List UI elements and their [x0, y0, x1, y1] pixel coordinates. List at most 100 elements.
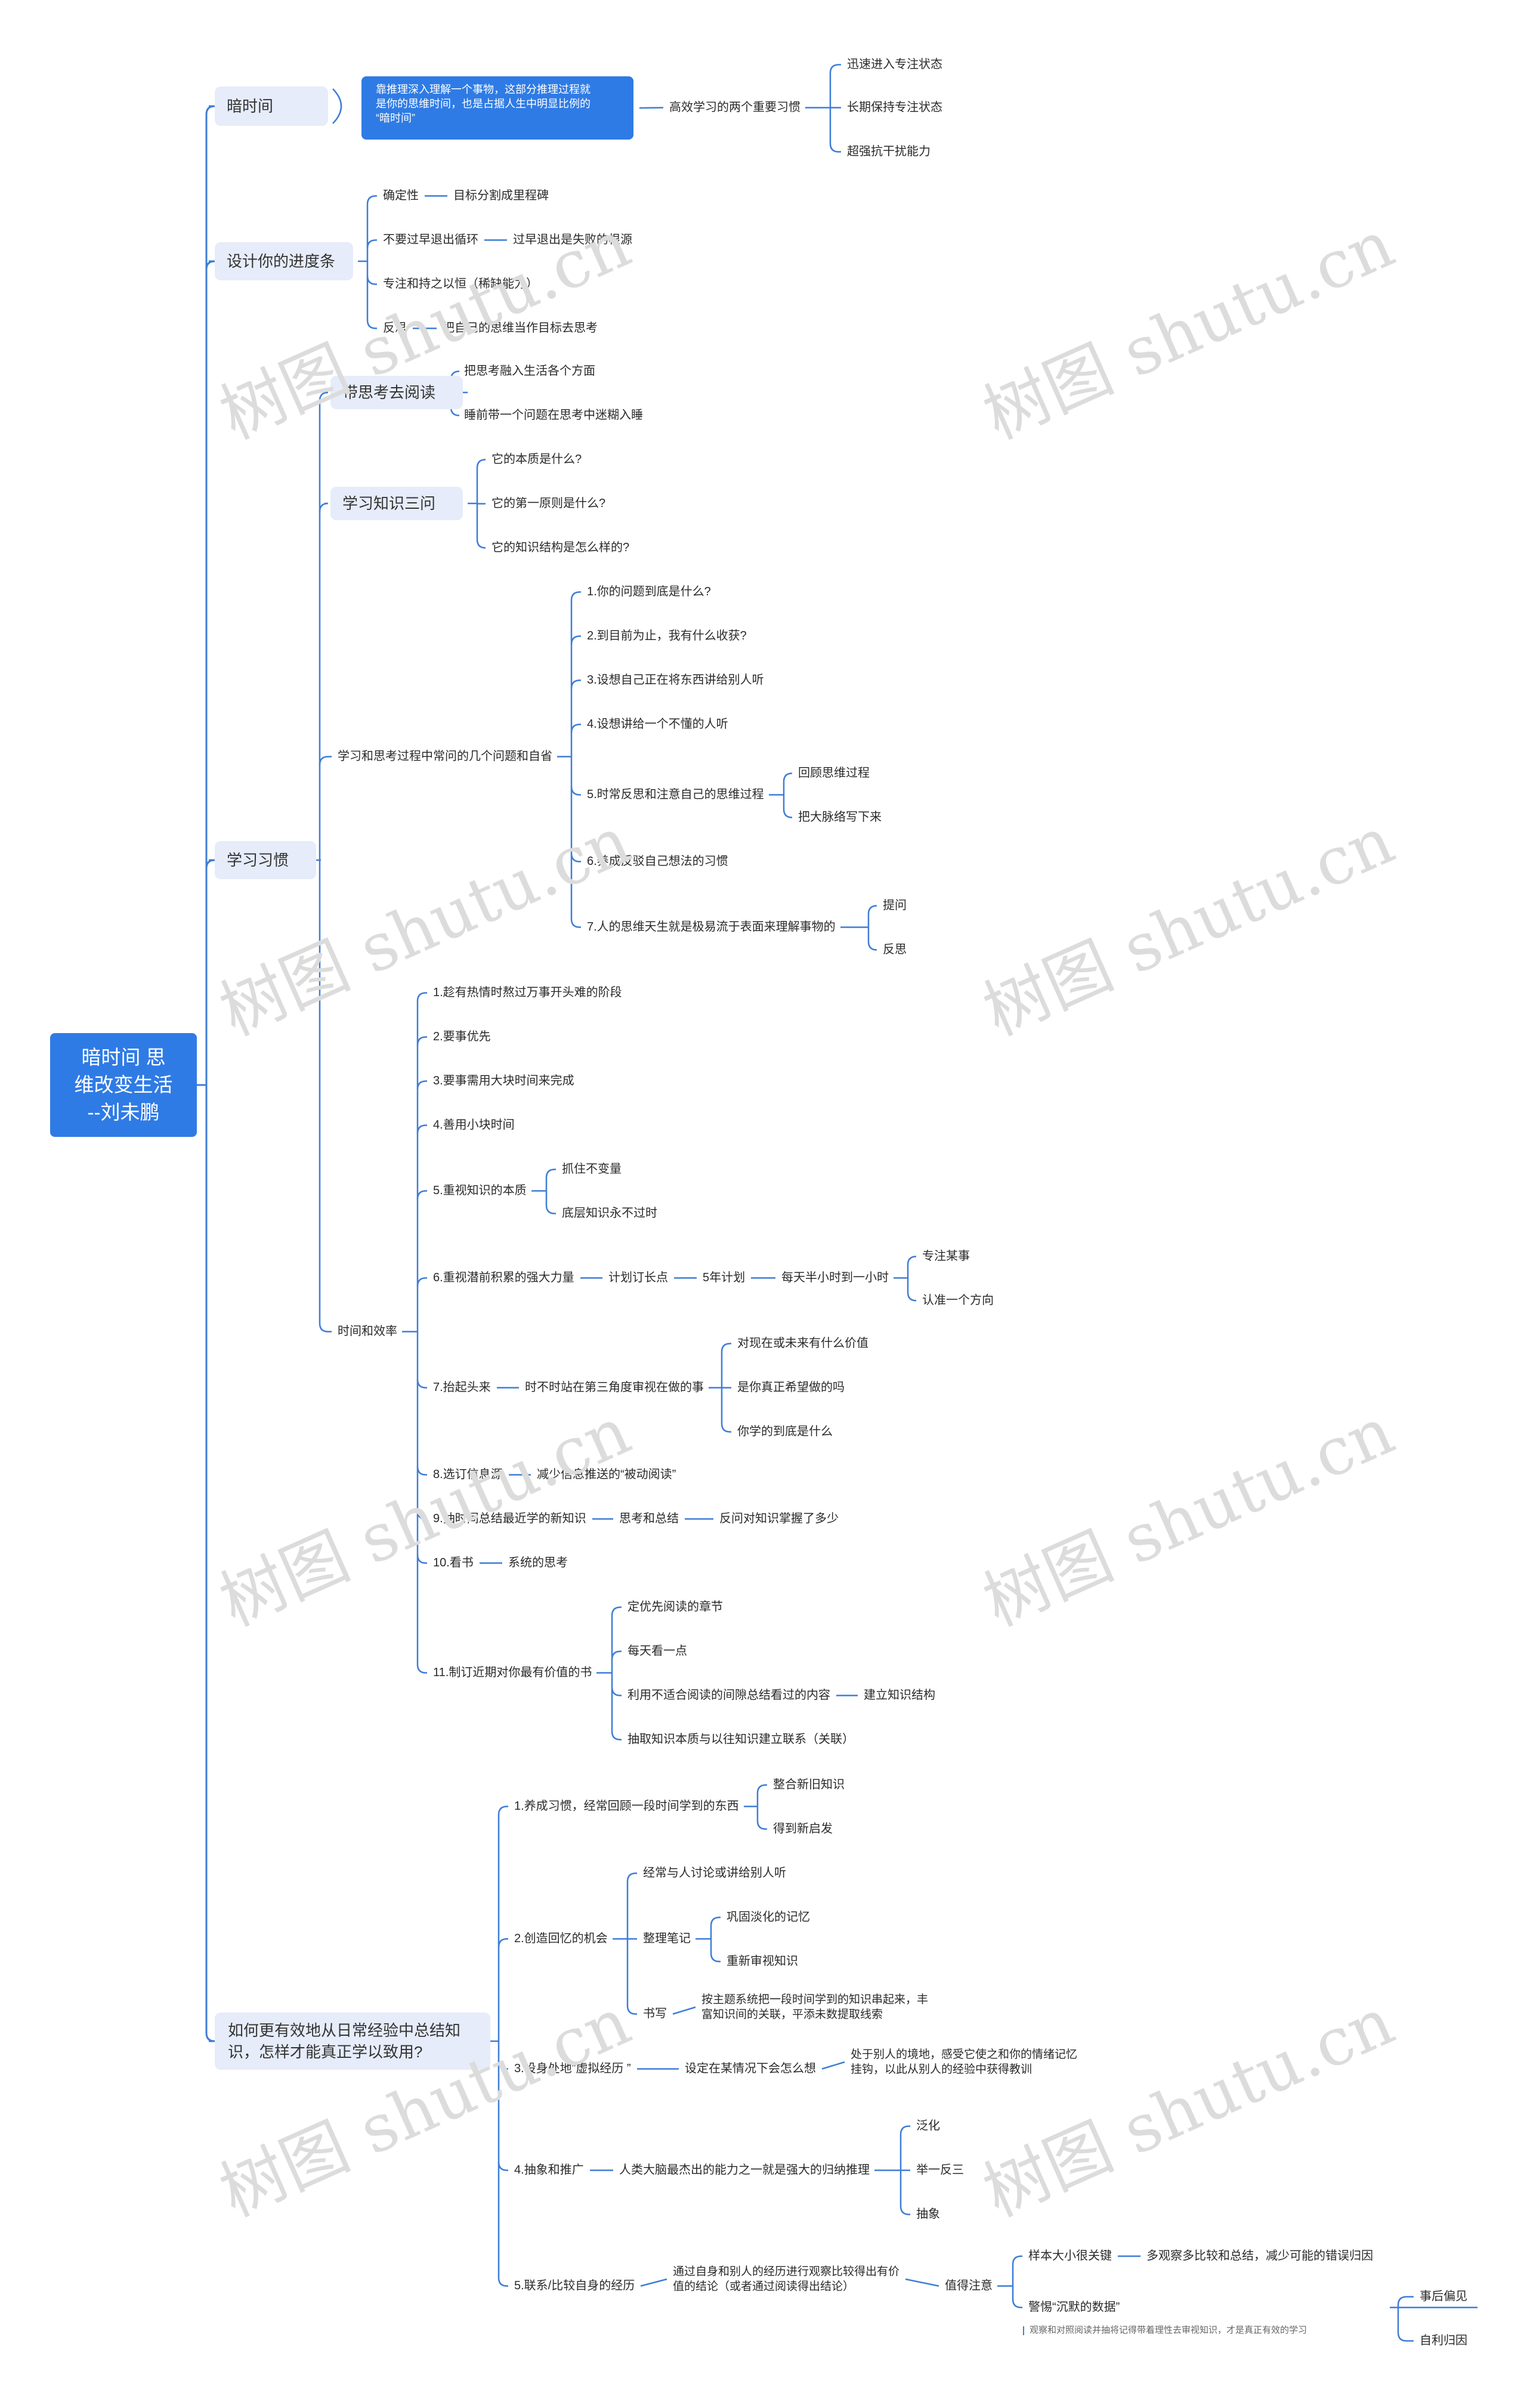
plan-item[interactable]: 每天半小时到一小时: [781, 1271, 889, 1284]
sub-time-efficiency[interactable]: 时间和效率: [338, 1325, 397, 1338]
virtual-item[interactable]: 设定在某情况下会怎么想: [685, 2062, 816, 2075]
reflect-item[interactable]: 回顾思维过程: [798, 766, 870, 780]
habit-item[interactable]: 迅速进入专注状态: [847, 58, 942, 71]
notes-item[interactable]: 重新审视知识: [727, 1955, 798, 1968]
efficient-learning-habits[interactable]: 高效学习的两个重要习惯: [669, 101, 800, 114]
connector-line: [476, 539, 486, 549]
view-item[interactable]: 时不时站在第三角度审视在做的事: [525, 1381, 704, 1394]
efficiency-item[interactable]: 5.重视知识的本质: [433, 1184, 527, 1197]
root-node[interactable]: 暗时间 思 维改变生活 --刘未鹏: [50, 1033, 197, 1137]
info-item[interactable]: 减少信息推送的“被动阅读”: [537, 1468, 676, 1481]
progress-detail[interactable]: 过早退出是失败的根源: [513, 233, 632, 246]
bias-item[interactable]: 事后偏见: [1420, 2290, 1467, 2303]
experience-item[interactable]: 3.设身处地”虚拟经历 ”: [514, 2062, 631, 2075]
plan-item[interactable]: 计划订长点: [608, 1271, 668, 1284]
efficiency-item[interactable]: 3.要事需用大块时间来完成: [433, 1074, 574, 1087]
question-item[interactable]: 它的知识结构是怎么样的?: [492, 541, 630, 554]
abstraction-item[interactable]: 抽象: [916, 2208, 940, 2221]
reflect-item[interactable]: 把大脉络写下来: [798, 811, 882, 824]
habit-result[interactable]: 得到新启发: [773, 1822, 833, 1835]
efficiency-item[interactable]: 11.制订近期对你最有价值的书: [433, 1666, 592, 1679]
efficiency-item[interactable]: 9.抽时间总结最近学的新知识: [433, 1512, 586, 1525]
book-plan-item[interactable]: 利用不适合阅读的间隙总结看过的内容: [628, 1689, 830, 1702]
branch-dark-time[interactable]: 暗时间: [215, 86, 328, 126]
question-item[interactable]: 它的第一原则是什么?: [492, 497, 606, 510]
self-question[interactable]: 4.设想讲给一个不懂的人听: [587, 718, 728, 731]
experience-item[interactable]: 1.养成习惯，经常回顾一段时间学到的东西: [514, 1800, 739, 1813]
sub-self-questions[interactable]: 学习和思考过程中常问的几个问题和自省: [338, 750, 552, 763]
notes-item[interactable]: 巩固淡化的记忆: [727, 1911, 810, 1924]
view-question[interactable]: 是你真正希望做的吗: [737, 1381, 845, 1394]
efficiency-item[interactable]: 8.选订信息源: [433, 1468, 503, 1481]
focus-item[interactable]: 专注某事: [922, 1250, 970, 1263]
abstraction-item[interactable]: 举一反三: [916, 2163, 964, 2177]
efficiency-item[interactable]: 2.要事优先: [433, 1030, 491, 1043]
book-plan-item[interactable]: 每天看一点: [628, 1645, 687, 1658]
efficiency-item[interactable]: 7.抬起头来: [433, 1381, 491, 1394]
recall-item[interactable]: 书写: [643, 2007, 667, 2020]
habit-item[interactable]: 超强抗干扰能力: [847, 145, 931, 158]
dark-time-definition-callout[interactable]: 靠推理深入理解一个事物，这部分推理过程就 是你的思维时间，也是占据人生中明显比例…: [361, 76, 633, 140]
recall-item[interactable]: 经常与人讨论或讲给别人听: [643, 1866, 786, 1880]
recall-item[interactable]: 整理笔记: [643, 1932, 691, 1945]
book-plan-item[interactable]: 抽取知识本质与以往知识建立联系（关联）: [628, 1733, 854, 1746]
knowledge-structure[interactable]: 建立知识结构: [864, 1689, 935, 1702]
efficiency-item[interactable]: 4.善用小块时间: [433, 1118, 515, 1132]
progress-detail[interactable]: 把自己的思维当作目标去思考: [443, 322, 598, 335]
progress-detail[interactable]: 目标分割成里程碑: [453, 189, 549, 202]
experience-item[interactable]: 5.联系/比较自身的经历: [514, 2279, 635, 2292]
compare-detail[interactable]: 通过自身和别人的经历进行观察比较得出有价 值的结论（或者通过阅读得出结论）: [673, 2265, 900, 2293]
summary-item[interactable]: 反问对知识掌握了多少: [719, 1512, 839, 1525]
notice-detail[interactable]: 警惕“沉默的数据”: [1028, 2301, 1120, 2314]
self-question[interactable]: 2.到目前为止，我有什么收获?: [587, 629, 747, 642]
read-item[interactable]: 把思考融入生活各个方面: [464, 364, 595, 378]
branch-progress-bar[interactable]: 设计你的进度条: [215, 242, 353, 280]
sub-read-with-thinking[interactable]: 带思考去阅读: [330, 376, 463, 409]
sub-three-questions[interactable]: 学习知识三问: [330, 487, 463, 520]
notice-advice[interactable]: 多观察多比较和总结，减少可能的错误归因: [1146, 2249, 1373, 2262]
connector-line: [899, 2206, 910, 2215]
habit-result[interactable]: 整合新旧知识: [773, 1778, 845, 1791]
branch-learning-habits[interactable]: 学习习惯: [215, 841, 316, 879]
connector-line: [907, 1292, 917, 1302]
read-item[interactable]: 睡前带一个问题在思考中迷糊入睡: [464, 409, 643, 422]
book-item[interactable]: 系统的思考: [508, 1556, 568, 1569]
abstraction-item[interactable]: 泛化: [916, 2119, 940, 2132]
bias-item[interactable]: 自利归因: [1420, 2334, 1467, 2347]
habit-item[interactable]: 长期保持专注状态: [847, 101, 942, 114]
self-question[interactable]: 1.你的问题到底是什么?: [587, 585, 711, 598]
progress-item[interactable]: 不要过早退出循环: [383, 233, 478, 246]
summary-item[interactable]: 思考和总结: [619, 1512, 679, 1525]
surface-item[interactable]: 提问: [883, 899, 907, 912]
self-question[interactable]: 3.设想自己正在将东西讲给别人听: [587, 673, 764, 687]
self-question[interactable]: 5.时常反思和注意自己的思维过程: [587, 788, 764, 801]
connector-line: [710, 1953, 721, 1962]
focus-item[interactable]: 认准一个方向: [922, 1294, 994, 1307]
notice-detail[interactable]: 样本大小很关键: [1028, 2249, 1112, 2262]
writing-detail[interactable]: 按主题系统把一段时间学到的知识串起来，丰 富知识间的关联，平添未数提取线索: [701, 1993, 929, 2021]
self-question[interactable]: 6.养成反驳自己想法的习惯: [587, 855, 728, 868]
surface-item[interactable]: 反思: [883, 943, 907, 956]
experience-item[interactable]: 2.创造回忆的机会: [514, 1932, 608, 1945]
book-plan-item[interactable]: 定优先阅读的章节: [628, 1600, 723, 1613]
essence-item[interactable]: 抓住不变量: [562, 1163, 622, 1176]
connector-line: [905, 2278, 939, 2287]
efficiency-item[interactable]: 1.趁有热情时熬过万事开头难的阶段: [433, 986, 622, 999]
question-item[interactable]: 它的本质是什么?: [492, 453, 582, 466]
learning-note[interactable]: 观察和对照阅读并抽将记得带着理性去审视知识，才是真正有效的学习: [1030, 2325, 1307, 2335]
branch-apply-experience[interactable]: 如何更有效地从日常经验中总结知 识，怎样才能真正学以致用?: [215, 2013, 490, 2070]
progress-item[interactable]: 确定性: [383, 189, 419, 202]
plan-item[interactable]: 5年计划: [703, 1271, 746, 1284]
progress-item[interactable]: 专注和持之以恒（稀缺能力）: [383, 277, 538, 290]
abstraction-detail[interactable]: 人类大脑最杰出的能力之一就是强大的归纳推理: [619, 2163, 870, 2177]
efficiency-item[interactable]: 6.重视潜前积累的强大力量: [433, 1271, 574, 1284]
virtual-detail[interactable]: 处于别人的境地，感受它使之和你的情绪记忆 挂钩，以此从别人的经验中获得教训: [851, 2048, 1078, 2076]
view-question[interactable]: 对现在或未来有什么价值: [737, 1337, 868, 1350]
progress-item[interactable]: 反思: [383, 322, 407, 335]
self-question[interactable]: 7.人的思维天生就是极易流于表面来理解事物的: [587, 920, 836, 933]
view-question[interactable]: 你学的到底是什么: [737, 1425, 833, 1438]
notice-item[interactable]: 值得注意: [945, 2279, 993, 2292]
efficiency-item[interactable]: 10.看书: [433, 1556, 474, 1569]
experience-item[interactable]: 4.抽象和推广: [514, 2163, 584, 2177]
essence-item[interactable]: 底层知识永不过时: [562, 1207, 657, 1220]
